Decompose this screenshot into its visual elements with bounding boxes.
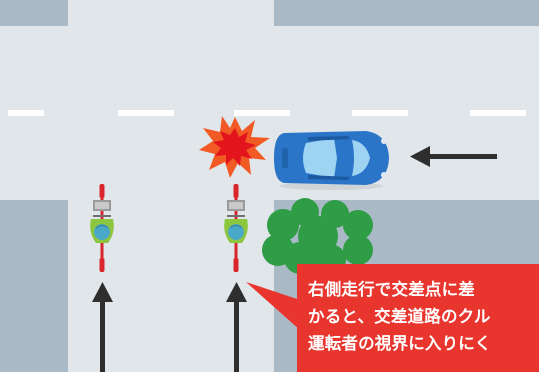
car-direction-arrow-icon [410,146,497,167]
warning-callout: 右側走行で交差点に差 かると、交差道路のクル 運転者の視界に入りにく [297,264,539,372]
callout-line-1: 右側走行で交差点に差 [308,280,475,299]
block-bottom-left [0,200,68,372]
car-icon [274,131,389,190]
block-top-right [274,0,539,26]
cyclist-icon [224,184,248,272]
callout-line-3: 運転者の視界に入りにく [308,334,492,353]
cyclist-icon [90,184,114,272]
collision-burst-icon [199,116,270,178]
cyclist-direction-arrow-icon [92,282,113,372]
tree-icon [262,198,373,276]
callout-pointer [246,282,300,330]
block-top-left [0,0,68,26]
cyclist-direction-arrow-icon [226,282,247,372]
callout-line-2: かると、交差道路のクル [308,307,491,326]
center-lane-marking [8,110,526,116]
